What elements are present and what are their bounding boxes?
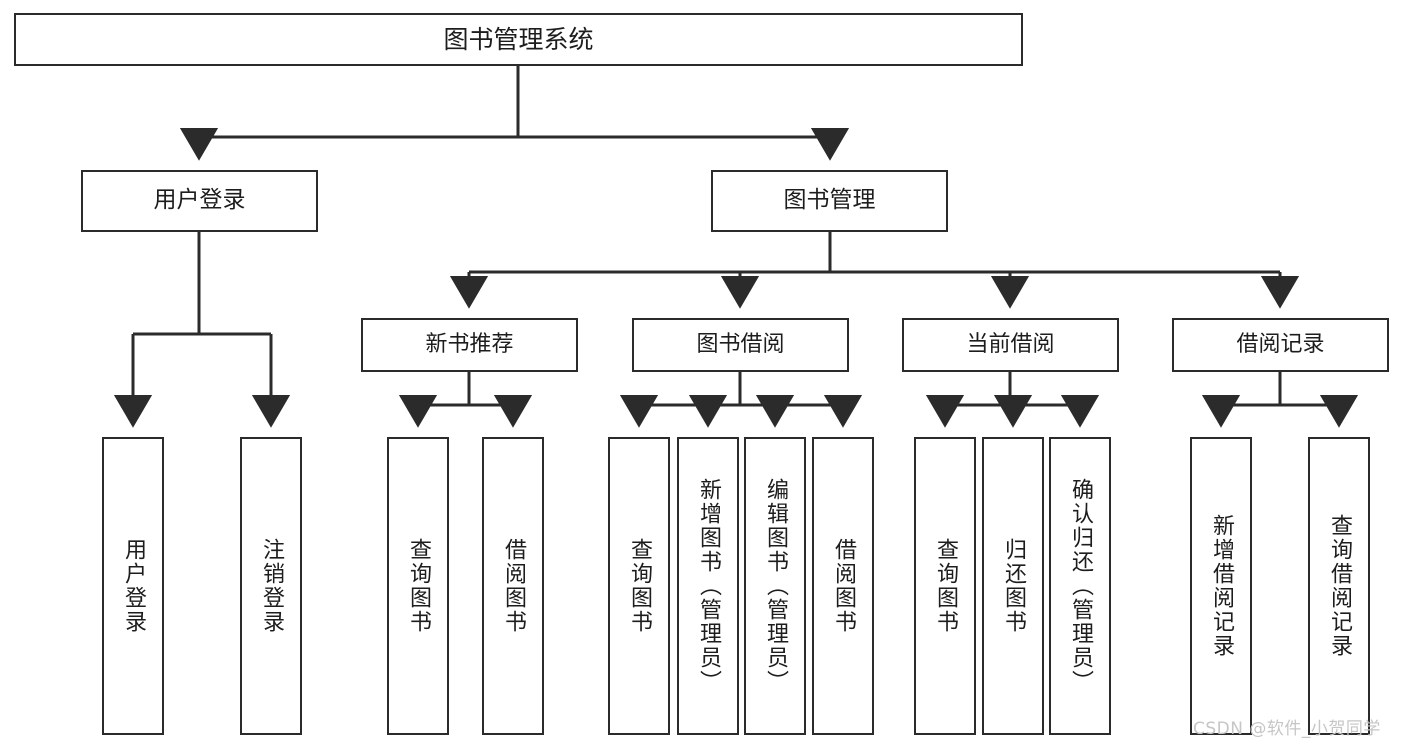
node-leaf-query-book-2-label: 查询图书 (627, 538, 652, 634)
node-leaf-borrow-book-2[interactable]: 借阅图书 (812, 437, 874, 735)
node-borrow-record-label: 借阅记录 (1236, 332, 1325, 358)
node-leaf-query-record-label: 查询借阅记录 (1327, 514, 1352, 658)
csdn-watermark: CSDN @软件_小贺同学 (1193, 719, 1381, 739)
node-root[interactable]: 图书管理系统 (14, 13, 1023, 66)
node-user-login-label: 用户登录 (153, 187, 246, 214)
node-current-borrow-label: 当前借阅 (966, 332, 1055, 358)
node-leaf-add-book-label: 新增图书（管理员） (696, 478, 721, 694)
node-leaf-query-book-3[interactable]: 查询图书 (914, 437, 976, 735)
node-new-book-recommend-label: 新书推荐 (425, 332, 514, 358)
node-leaf-query-book-1[interactable]: 查询图书 (387, 437, 449, 735)
node-leaf-confirm-return[interactable]: 确认归还（管理员） (1049, 437, 1111, 735)
node-leaf-add-record[interactable]: 新增借阅记录 (1190, 437, 1252, 735)
node-leaf-borrow-book-1-label: 借阅图书 (501, 538, 526, 634)
node-leaf-add-record-label: 新增借阅记录 (1209, 514, 1234, 658)
node-book-borrow[interactable]: 图书借阅 (632, 318, 849, 372)
node-leaf-borrow-book-1[interactable]: 借阅图书 (482, 437, 544, 735)
edge-new-book-recommend-to-leaves (398, 372, 533, 428)
node-leaf-user-login[interactable]: 用户登录 (102, 437, 164, 735)
node-leaf-query-book-2[interactable]: 查询图书 (608, 437, 670, 735)
node-leaf-edit-book-label: 编辑图书（管理员） (763, 478, 788, 694)
node-user-login[interactable]: 用户登录 (81, 170, 318, 232)
node-root-label: 图书管理系统 (443, 24, 594, 54)
node-leaf-query-book-1-label: 查询图书 (406, 538, 431, 634)
node-book-management[interactable]: 图书管理 (711, 170, 948, 232)
edge-book-borrow-to-leaves (619, 372, 863, 428)
node-book-management-label: 图书管理 (783, 187, 876, 214)
node-leaf-query-book-3-label: 查询图书 (933, 538, 958, 634)
node-leaf-confirm-return-label: 确认归还（管理员） (1068, 478, 1093, 694)
node-leaf-user-login-label: 用户登录 (121, 538, 146, 634)
node-leaf-logout-label: 注销登录 (259, 538, 284, 634)
node-current-borrow[interactable]: 当前借阅 (902, 318, 1119, 372)
node-new-book-recommend[interactable]: 新书推荐 (361, 318, 578, 372)
node-leaf-add-book[interactable]: 新增图书（管理员） (677, 437, 739, 735)
edge-user-login-to-leaves (113, 232, 291, 428)
edge-book-management-to-level2 (449, 232, 1300, 309)
node-leaf-query-record[interactable]: 查询借阅记录 (1308, 437, 1370, 735)
edge-borrow-record-to-leaves (1201, 372, 1359, 428)
node-leaf-return-book[interactable]: 归还图书 (982, 437, 1044, 735)
node-leaf-edit-book[interactable]: 编辑图书（管理员） (744, 437, 806, 735)
node-borrow-record[interactable]: 借阅记录 (1172, 318, 1389, 372)
node-book-borrow-label: 图书借阅 (696, 332, 785, 358)
node-leaf-return-book-label: 归还图书 (1001, 538, 1026, 634)
node-leaf-logout[interactable]: 注销登录 (240, 437, 302, 735)
edge-root-to-level1 (179, 66, 850, 161)
edge-current-borrow-to-leaves (925, 372, 1100, 428)
node-leaf-borrow-book-2-label: 借阅图书 (831, 538, 856, 634)
